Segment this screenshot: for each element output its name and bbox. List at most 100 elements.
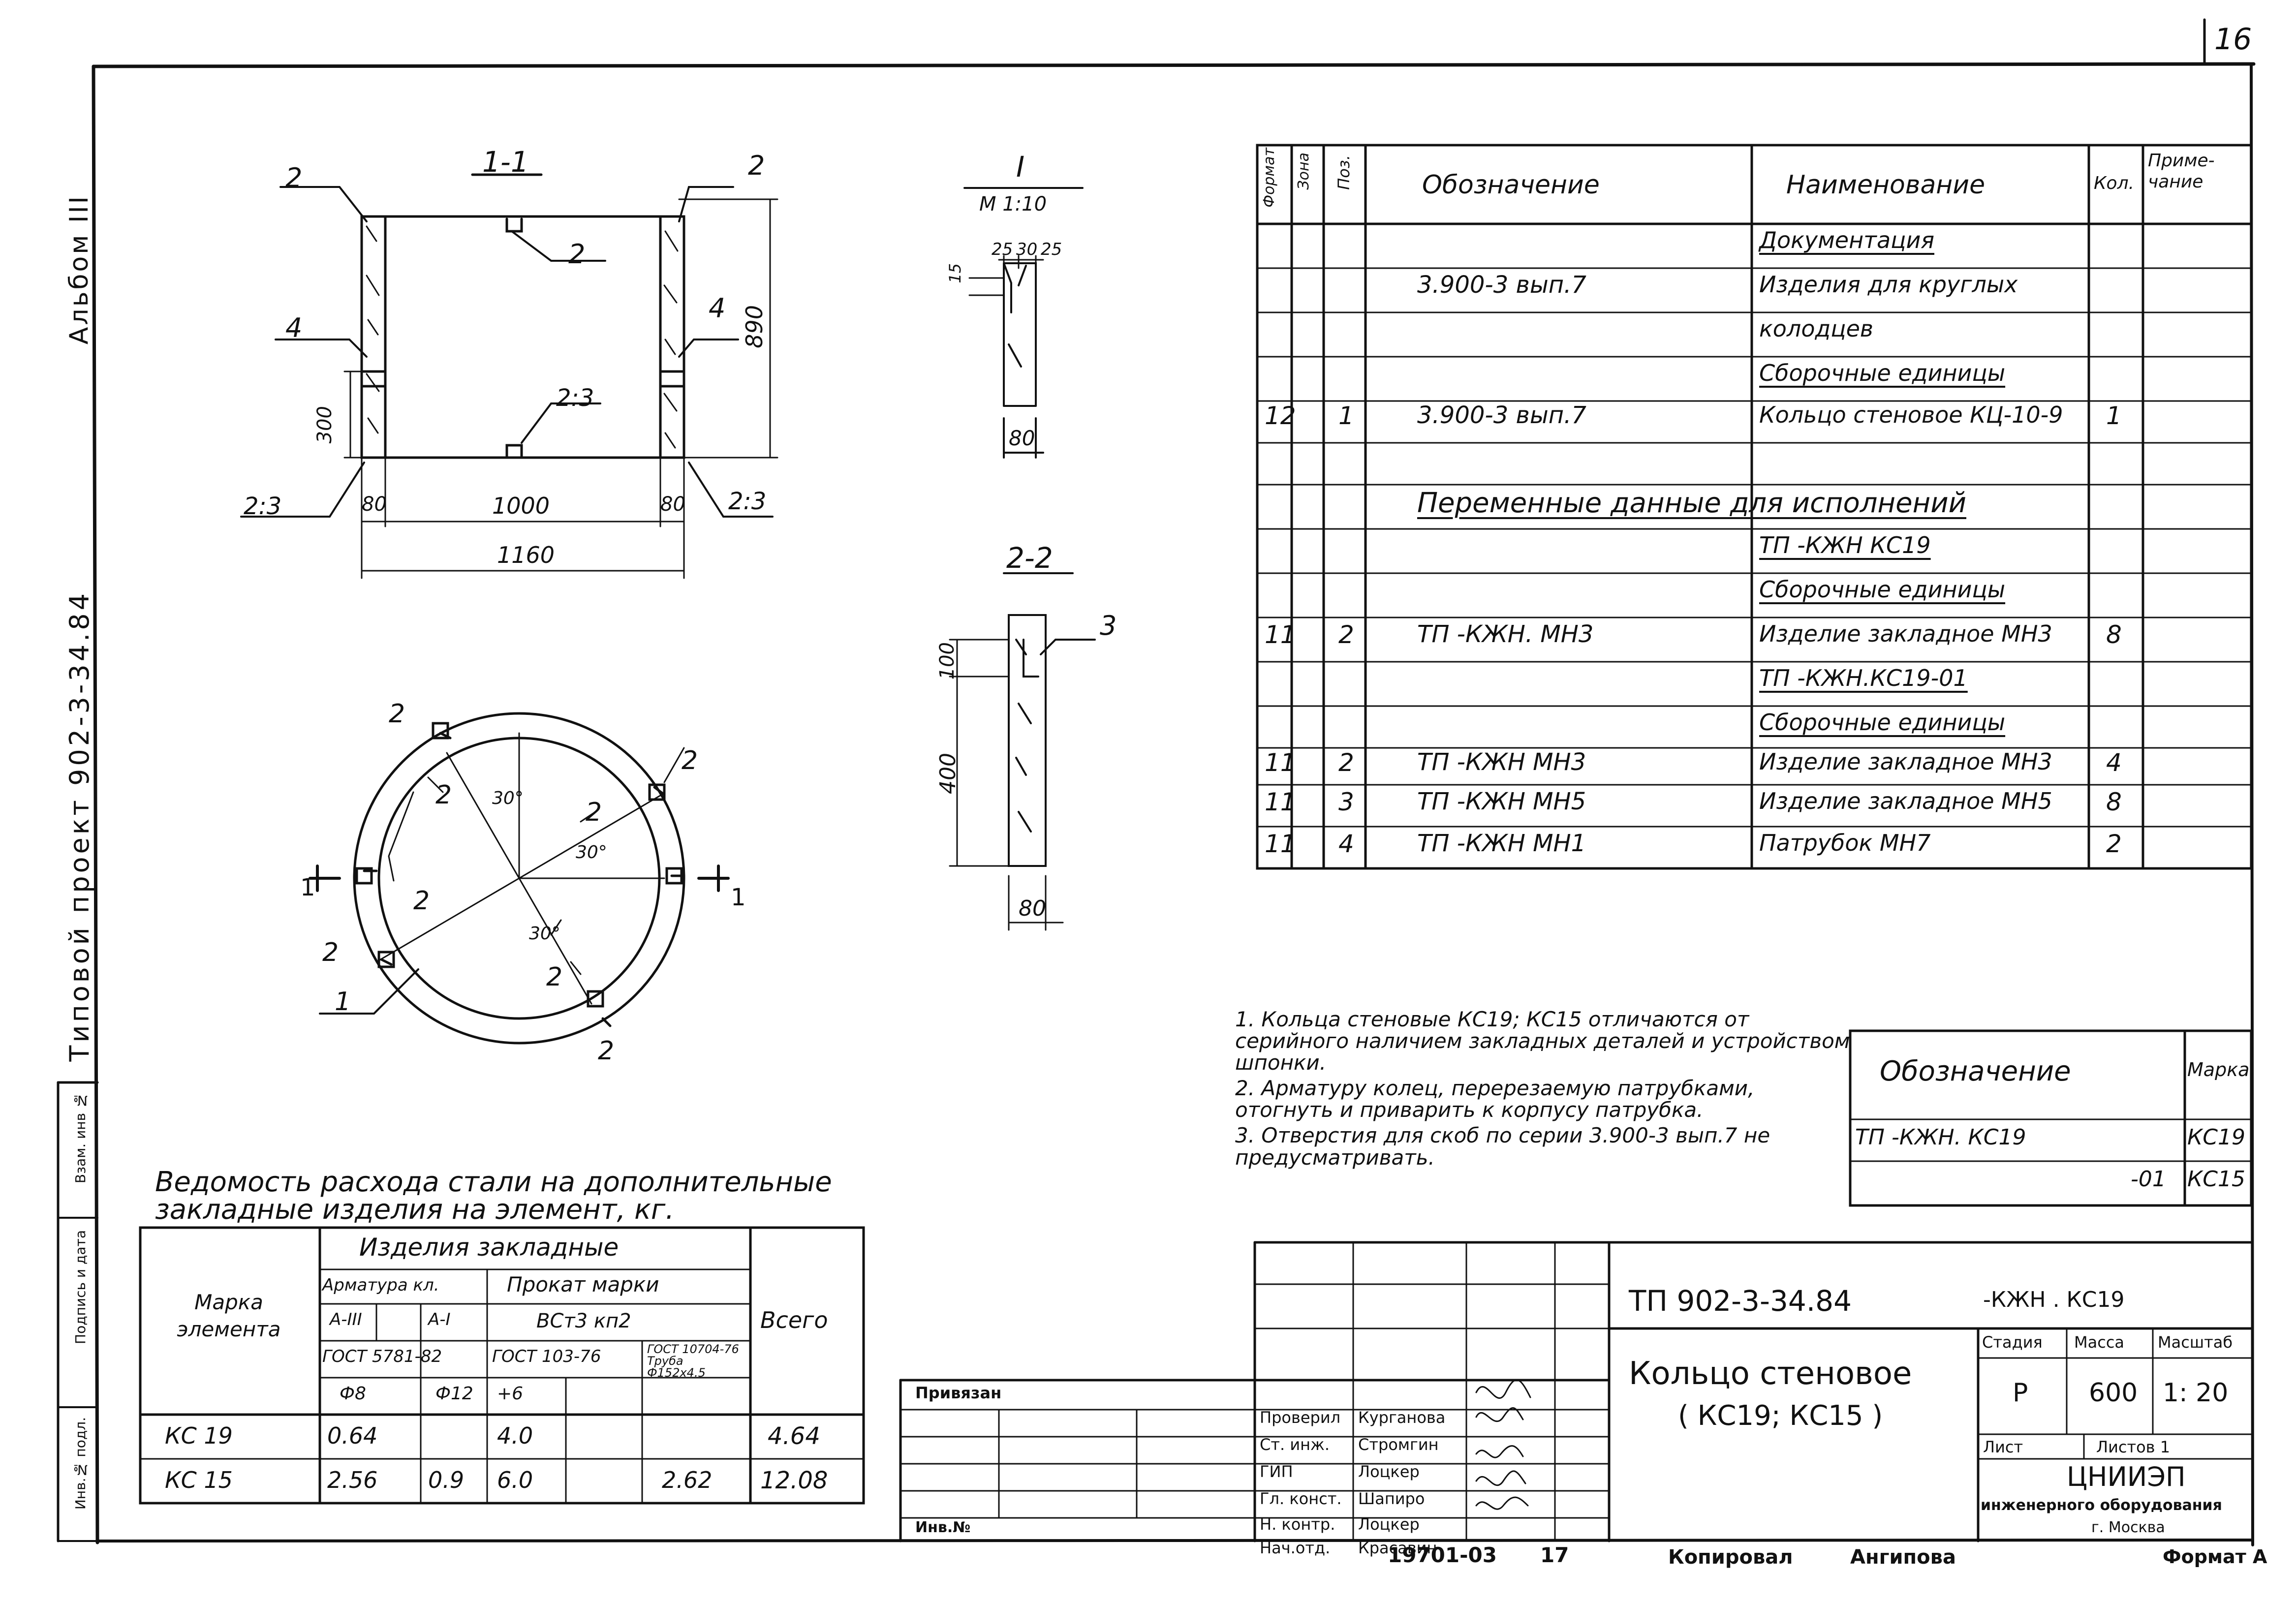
spec-cell-name: Документация xyxy=(1759,227,1935,253)
tb-role: Н. контр. xyxy=(1260,1515,1335,1534)
steel-cell: 6.0 xyxy=(497,1467,533,1493)
spec-cell-pos: 2 xyxy=(1338,620,1354,649)
spec-cell-pos: 2 xyxy=(1338,748,1354,777)
steel-h-total: Всего xyxy=(760,1307,828,1333)
dim-400: 400 xyxy=(935,753,961,794)
detail-dim-25b: 25 xyxy=(1041,240,1062,259)
tb-stage: Р xyxy=(2013,1378,2028,1408)
dim-80: 80 xyxy=(1019,896,1046,921)
plan-callout-2: 2 xyxy=(682,746,698,775)
plan-angle-30: 30° xyxy=(576,842,607,863)
spec-cell-name: Сборочные единицы xyxy=(1759,709,2006,736)
spec-cell-name: Кольцо стеновое КЦ-10-9 xyxy=(1759,401,2063,428)
ring-plan-drawing xyxy=(309,712,730,1045)
steel-cell: 0.64 xyxy=(327,1422,378,1449)
spec-cell-pos: 3 xyxy=(1338,788,1354,816)
mark-row-mark: КС19 xyxy=(2187,1125,2245,1150)
spec-cell-name: ТП -КЖН КС19 xyxy=(1759,532,1931,558)
spec-cell-qty: 1 xyxy=(2106,401,2122,430)
detail-dim-25a: 25 xyxy=(992,240,1013,259)
detail-dim-15: 15 xyxy=(946,263,964,283)
tb-person-name: Курганова xyxy=(1358,1408,1446,1427)
spec-cell-name: Сборочные единицы xyxy=(1759,360,2006,386)
plan-angle-30: 30° xyxy=(492,788,524,808)
tb-mass: 600 xyxy=(2089,1378,2138,1408)
footer-copied: Копировал xyxy=(1668,1546,1793,1569)
callout-2: 2 xyxy=(748,150,765,181)
spec-table-lines xyxy=(1256,144,2253,870)
callout-2-3: 2:3 xyxy=(728,488,767,515)
steel-h-rolled: Прокат марки xyxy=(507,1272,659,1296)
spec-cell-format: 11 xyxy=(1265,830,1296,858)
steel-row-total: 4.64 xyxy=(768,1422,820,1450)
dim-low: 300 xyxy=(313,406,336,444)
plan-callout-2: 2 xyxy=(435,780,452,810)
spec-cell-qty: 8 xyxy=(2106,620,2122,649)
detail-dim-80: 80 xyxy=(1009,426,1035,450)
detail-I-drawing xyxy=(963,187,1084,459)
tb-doc-suffix: -КЖН . КС19 xyxy=(1983,1287,2125,1312)
callout-2-3: 2:3 xyxy=(556,384,594,412)
plan-angle-30: 30° xyxy=(529,924,560,944)
tb-person-name: Красавин xyxy=(1358,1539,1437,1557)
steel-row-total: 12.08 xyxy=(760,1467,828,1494)
footer-copier: Ангипова xyxy=(1850,1546,1956,1569)
spec-cell-format: 11 xyxy=(1265,788,1296,816)
dim-overall: 1160 xyxy=(497,542,555,568)
stamp-vzam-inv: Взам. инв № xyxy=(72,1092,89,1184)
steel-row-mark: КС 19 xyxy=(165,1422,233,1449)
steel-cls-ai: А-I xyxy=(428,1310,451,1329)
stamp-signature-date: Подпись и дата xyxy=(72,1230,89,1344)
tb-sheets: Листов 1 xyxy=(2096,1438,2171,1456)
dim-height: 890 xyxy=(741,305,768,348)
album-label: Альбом III xyxy=(64,194,94,345)
mark-h-designation: Обозначение xyxy=(1880,1055,2071,1087)
cut-mark-1-left: 1 xyxy=(300,874,315,901)
spec-h-pos: Поз. xyxy=(1334,155,1353,190)
plan-callout-2: 2 xyxy=(389,699,405,729)
tb-person-name: Лоцкер xyxy=(1358,1515,1420,1534)
tb-title-line1: Кольцо стеновое xyxy=(1629,1356,1912,1392)
callout-4: 4 xyxy=(709,293,726,324)
mark-table-lines xyxy=(1849,1029,2253,1207)
spec-h-note: Приме-чание xyxy=(2148,151,2215,192)
mark-row-mark: КС15 xyxy=(2187,1167,2245,1192)
tb-role: Нач.отд. xyxy=(1260,1539,1331,1557)
spec-cell-name: Сборочные единицы xyxy=(1759,576,2006,603)
notes: 1. Кольца стеновые КС19; КС15 отличаются… xyxy=(1235,1008,1850,1169)
spec-cell-designation: Переменные данные для исполнений xyxy=(1417,487,1967,519)
tb-org2: инженерного оборудования xyxy=(1981,1497,2222,1514)
spec-cell-qty: 2 xyxy=(2106,830,2122,858)
spec-cell-name: Изделие закладное МН3 xyxy=(1759,748,2052,775)
mark-row-designation: -01 xyxy=(2131,1167,2166,1192)
detail-dim-30: 30 xyxy=(1016,240,1038,259)
steel-gost-5781: ГОСТ 5781-82 xyxy=(322,1347,442,1366)
tb-scale-h: Масштаб xyxy=(2158,1333,2233,1352)
tb-bound-label: Привязан xyxy=(915,1384,1002,1402)
footer-format: Формат А xyxy=(2163,1546,2267,1568)
tb-doc-code: ТП 902-3-34.84 xyxy=(1629,1284,1852,1318)
spec-cell-name: ТП -КЖН.КС19-01 xyxy=(1759,665,1968,691)
steel-dia-6: +6 xyxy=(497,1384,524,1404)
steel-dia-8: Ф8 xyxy=(340,1384,366,1404)
tb-inv-label: Инв.№ xyxy=(915,1519,971,1536)
spec-cell-designation: ТП -КЖН МН5 xyxy=(1417,788,1586,815)
callout-3: 3 xyxy=(1100,610,1117,641)
plan-callout-2: 2 xyxy=(322,938,339,967)
spec-cell-format: 11 xyxy=(1265,748,1296,777)
spec-cell-designation: 3.900-3 вып.7 xyxy=(1417,401,1586,429)
tb-person-name: Лоцкер xyxy=(1358,1462,1420,1481)
spec-cell-name: Изделие закладное МН5 xyxy=(1759,788,2052,814)
spec-cell-format: 12 xyxy=(1265,401,1296,430)
spec-h-name: Наименование xyxy=(1786,170,1986,200)
section-1-1-title: 1-1 xyxy=(482,145,529,179)
section-1-1-drawing xyxy=(240,173,778,579)
callout-2-3: 2:3 xyxy=(244,493,282,520)
tb-role: ГИП xyxy=(1260,1462,1293,1481)
spec-cell-designation: ТП -КЖН МН3 xyxy=(1417,748,1586,776)
spec-cell-qty: 4 xyxy=(2106,748,2122,777)
spec-cell-name: Изделие закладное МН3 xyxy=(1759,620,2052,647)
steel-gost-103: ГОСТ 103-76 xyxy=(492,1347,601,1366)
note-2: 2. Арматуру колец, перерезаемую патрубка… xyxy=(1235,1076,1755,1122)
